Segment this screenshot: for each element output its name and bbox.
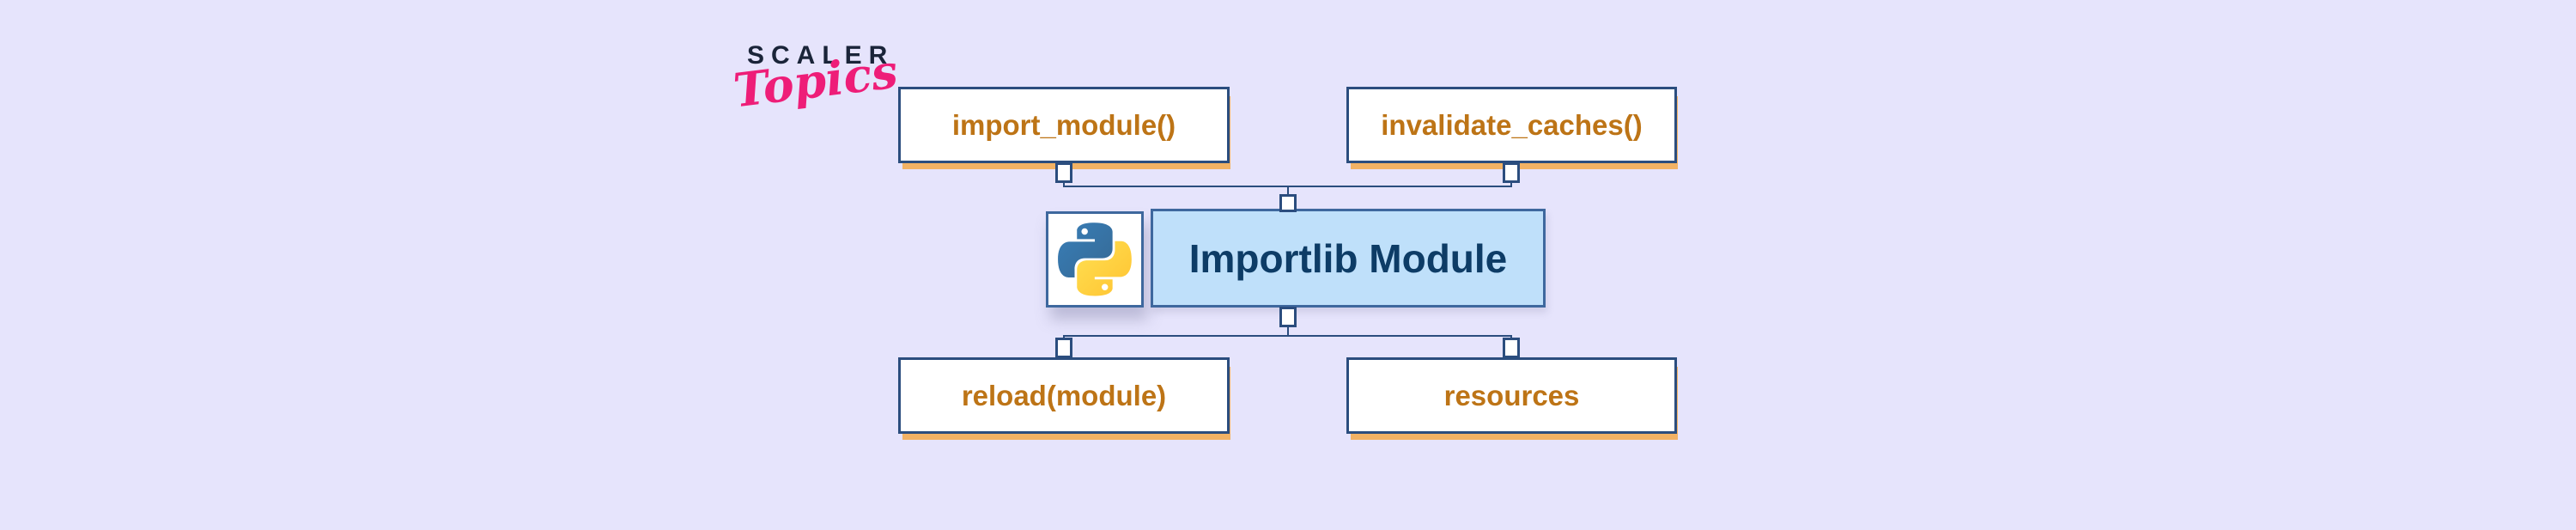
connector-line-bottom-center-vertical bbox=[1287, 326, 1289, 337]
port-importlib-bottom bbox=[1279, 307, 1297, 327]
node-import-module-label: import_module() bbox=[951, 108, 1176, 141]
port-import-module-bottom bbox=[1055, 162, 1072, 183]
python-logo-icon bbox=[1058, 222, 1132, 296]
connector-line-bottom-horizontal bbox=[1063, 335, 1512, 337]
node-invalidate-caches-label: invalidate_caches() bbox=[1381, 108, 1643, 141]
port-invalidate-caches-bottom bbox=[1503, 162, 1520, 183]
port-resources-top bbox=[1503, 338, 1520, 358]
port-reload-top bbox=[1055, 338, 1072, 358]
node-reload-module-label: reload(module) bbox=[961, 379, 1167, 411]
node-resources: resources bbox=[1346, 357, 1677, 434]
node-importlib-module: Importlib Module bbox=[1151, 209, 1546, 308]
connector-line-top-left-vertical bbox=[1063, 180, 1065, 187]
node-reload-module: reload(module) bbox=[898, 357, 1230, 434]
node-invalidate-caches: invalidate_caches() bbox=[1346, 87, 1677, 163]
brand-name-text: SCALER bbox=[747, 41, 895, 70]
port-importlib-top bbox=[1279, 194, 1297, 212]
connector-line-top-right-vertical bbox=[1510, 180, 1512, 187]
python-logo-box bbox=[1046, 211, 1144, 308]
connector-line-top-center-vertical bbox=[1287, 187, 1289, 196]
node-import-module: import_module() bbox=[898, 87, 1230, 163]
node-resources-label: resources bbox=[1443, 379, 1580, 411]
node-importlib-module-label: Importlib Module bbox=[1188, 235, 1508, 281]
connector-line-top-horizontal bbox=[1063, 186, 1512, 187]
